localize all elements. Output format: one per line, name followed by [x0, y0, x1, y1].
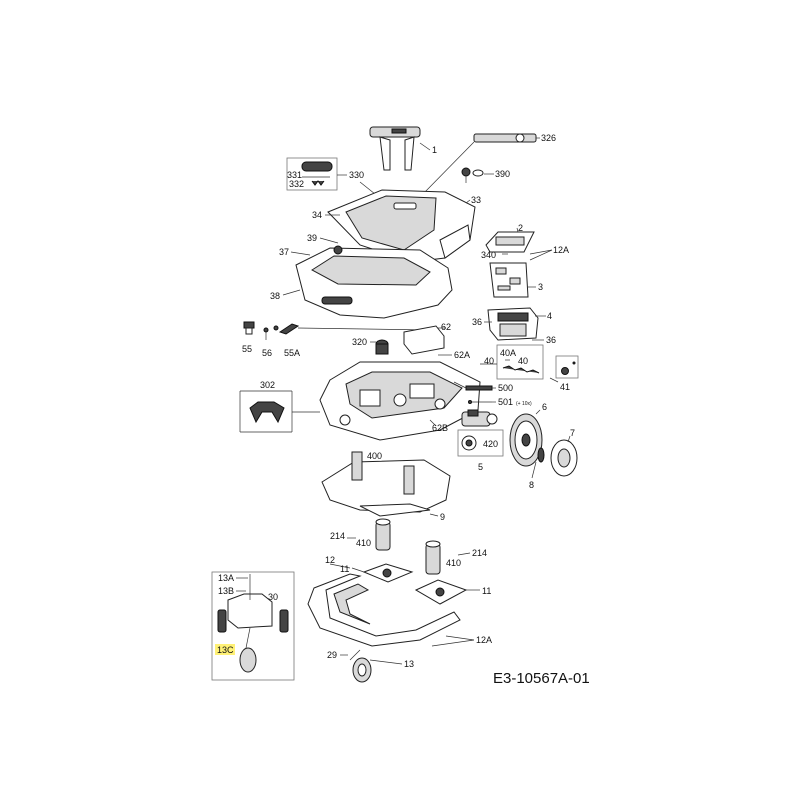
part-bracket-302 — [249, 401, 285, 424]
callout-13A: 13A — [218, 573, 234, 583]
part-box-5 — [457, 429, 504, 457]
callout-400: 400 — [367, 451, 382, 461]
callout-39: 39 — [307, 233, 317, 243]
part-chassis — [319, 361, 481, 441]
part-clip-55A — [273, 323, 300, 335]
callout-12: 12 — [325, 555, 335, 565]
callout-6: 6 — [542, 402, 547, 412]
part-box-40 — [496, 344, 544, 380]
part-lid-340 — [485, 231, 535, 253]
part-caster-assembly — [217, 574, 289, 673]
callout-40a: 40 — [484, 356, 494, 366]
callout-4: 4 — [547, 311, 552, 321]
callout-7: 7 — [570, 428, 575, 438]
callout-420: 420 — [483, 439, 498, 449]
callout-2: 2 — [518, 223, 523, 233]
part-motor — [461, 409, 498, 427]
part-battery-holder — [487, 307, 539, 341]
callout-34: 34 — [312, 210, 322, 220]
callout-55A: 55A — [284, 348, 300, 358]
callout-40b: 40 — [518, 356, 528, 366]
callout-501: 501 — [498, 397, 513, 407]
part-bumper-12 — [307, 573, 461, 647]
callout-302: 302 — [260, 380, 275, 390]
part-front-wheel-13 — [349, 649, 372, 683]
callout-11a: 11 — [340, 564, 349, 574]
callout-55: 55 — [242, 344, 252, 354]
part-blade-motor-left — [375, 518, 391, 551]
part-body-shell — [295, 245, 453, 319]
callout-332: 332 — [289, 179, 304, 189]
callout-326: 326 — [541, 133, 556, 143]
callout-3: 3 — [538, 282, 543, 292]
part-blade-motor-right — [425, 540, 441, 575]
part-display-strip — [473, 133, 537, 143]
callout-390: 390 — [495, 169, 510, 179]
callout-331: 331 — [287, 170, 302, 180]
part-screws-501 — [468, 400, 492, 404]
part-box-331 — [286, 157, 338, 191]
callout-62: 62 — [441, 322, 451, 332]
callout-40A: 40A — [500, 348, 516, 358]
callout-13C: 13C — [217, 645, 234, 655]
callout-12A-top: 12A — [553, 245, 569, 255]
callout-320: 320 — [352, 337, 367, 347]
callout-13B: 13B — [218, 586, 234, 596]
part-hubcap-7 — [550, 439, 578, 477]
part-gear-8 — [537, 447, 545, 463]
part-top-cover — [327, 189, 476, 263]
part-height-knob-320 — [375, 339, 389, 355]
callout-36b: 36 — [546, 335, 556, 345]
highlight-13C — [215, 644, 235, 655]
part-blade-disc-right — [414, 579, 468, 605]
callout-9: 9 — [440, 512, 445, 522]
part-box-41 — [555, 355, 579, 379]
callout-41: 41 — [560, 382, 570, 392]
callout-8: 8 — [529, 480, 534, 490]
callout-62A: 62A — [454, 350, 470, 360]
part-blade-disc-left — [362, 563, 414, 583]
part-screw-390 — [461, 167, 484, 183]
callout-30: 30 — [268, 592, 278, 602]
callout-410b: 410 — [446, 558, 461, 568]
part-handle — [369, 126, 421, 171]
callout-214a: 214 — [330, 531, 345, 541]
callout-12A-bottom: 12A — [476, 635, 492, 645]
part-label-sheet — [489, 262, 529, 298]
callout-11b: 11 — [482, 586, 491, 596]
callout-410a: 410 — [356, 538, 371, 548]
callout-29: 29 — [327, 650, 337, 660]
callout-214b: 214 — [472, 548, 487, 558]
callout-5: 5 — [478, 462, 483, 472]
document-id: E3-10567A-01 — [493, 670, 590, 687]
callout-62B: 62B — [432, 423, 448, 433]
callout-56: 56 — [262, 348, 272, 358]
callout-500: 500 — [498, 383, 513, 393]
callout-330: 330 — [349, 170, 364, 180]
callout-13: 13 — [404, 659, 414, 669]
callout-501-note: (+ 10x) — [516, 401, 532, 407]
callout-33: 33 — [471, 195, 481, 205]
inset-front-wheel-box — [211, 571, 295, 681]
callout-1: 1 — [432, 145, 437, 155]
part-pin-56 — [263, 327, 269, 340]
callout-37: 37 — [279, 247, 289, 257]
part-cover-62 — [403, 325, 445, 355]
callout-36a: 36 — [472, 317, 482, 327]
part-blade-housing-9 — [321, 451, 451, 517]
callout-340: 340 — [481, 250, 496, 260]
part-knob-55 — [243, 321, 255, 335]
callout-38: 38 — [270, 291, 280, 301]
part-wheel-6 — [509, 413, 543, 467]
